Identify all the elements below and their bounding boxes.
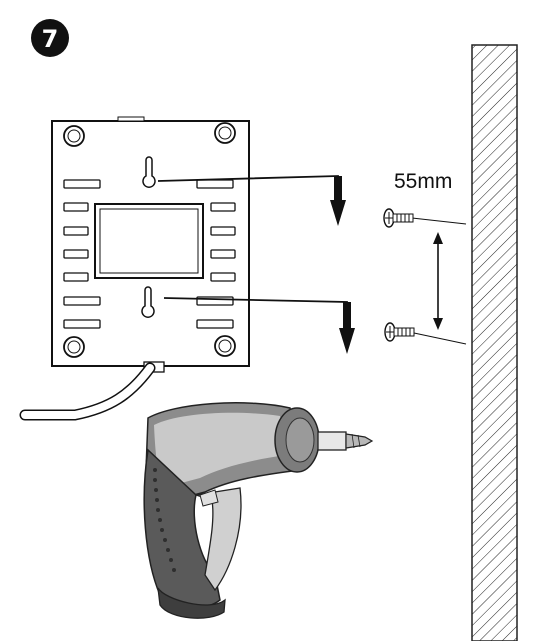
mounting-plate — [51, 116, 250, 373]
screw-icon — [384, 322, 415, 342]
wall — [471, 44, 518, 641]
screw-icon — [383, 208, 414, 228]
keyhole-slot — [142, 156, 156, 188]
down-arrow-icon — [163, 297, 355, 354]
keyhole-slot — [141, 286, 155, 318]
vent-slots-left — [63, 179, 101, 329]
power-cable — [19, 362, 156, 421]
cordless-screwdriver-icon — [143, 402, 374, 619]
down-arrow-icon — [157, 175, 346, 226]
corner-hole — [63, 336, 85, 358]
dimension-label: 55mm — [394, 170, 452, 193]
dimension-annotation: 55mm — [394, 170, 467, 345]
corner-hole — [214, 122, 236, 144]
corner-hole — [214, 335, 236, 357]
step-number: 7 — [42, 25, 59, 53]
step-badge: 7 — [31, 19, 69, 57]
corner-hole — [63, 125, 85, 147]
